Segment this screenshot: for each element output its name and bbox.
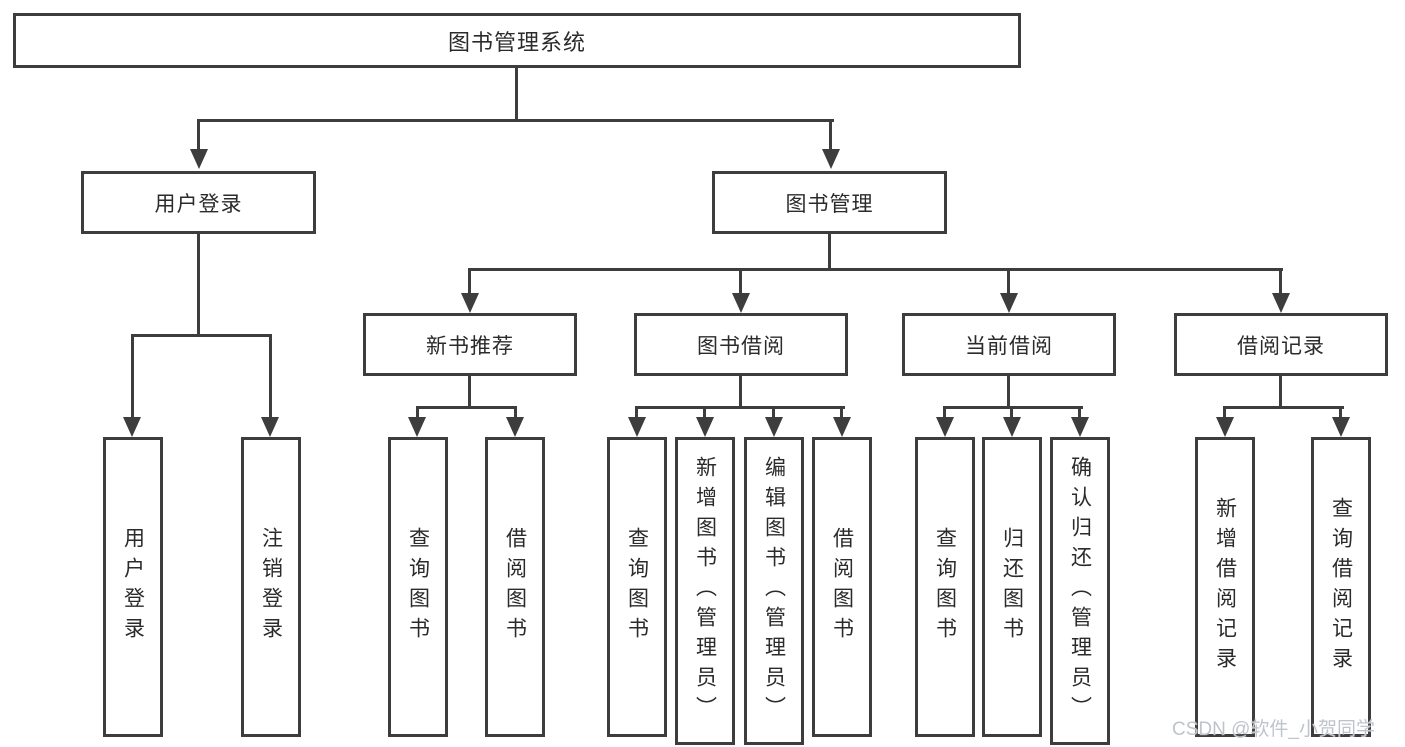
connector-to-book-management <box>829 119 832 152</box>
node-book-borrow-label: 图书借阅 <box>697 334 785 358</box>
leaf-record-query-label: 查询借阅记录 <box>1329 497 1353 677</box>
connector-to-leaf <box>416 406 419 419</box>
arrow-down-icon <box>1071 417 1089 437</box>
arrow-down-icon <box>1272 293 1290 313</box>
connector-to-leaf-logout <box>269 334 272 417</box>
leaf-current-confirm-admin: 确认归还（管理员） <box>1050 437 1110 745</box>
connector-to-new-book <box>468 268 471 295</box>
arrow-down-icon <box>732 293 750 313</box>
leaf-logout-label: 注销登录 <box>259 527 283 647</box>
node-new-book-label: 新书推荐 <box>426 334 514 358</box>
csdn-watermark: CSDN @软件_小贺同学 <box>1172 719 1375 740</box>
connector-current-borrow-crossbar <box>943 406 1083 409</box>
node-user-login-label: 用户登录 <box>154 192 243 216</box>
node-borrow-record: 借阅记录 <box>1174 313 1388 376</box>
arrow-down-icon <box>1332 417 1350 437</box>
arrow-down-icon <box>833 417 851 437</box>
leaf-bookborrow-edit-admin: 编辑图书（管理员） <box>744 437 804 745</box>
connector-new-book-stem <box>468 376 471 409</box>
leaf-current-return: 归还图书 <box>982 437 1042 737</box>
connector-to-leaf <box>772 406 775 419</box>
leaf-bookborrow-edit-label: 编辑图书（管理员） <box>762 456 786 726</box>
connector-new-book-crossbar <box>416 406 517 409</box>
arrow-down-icon <box>1003 417 1021 437</box>
connector-root-crossbar <box>197 119 834 122</box>
leaf-logout: 注销登录 <box>241 437 301 737</box>
connector-current-borrow-stem <box>1007 376 1010 409</box>
leaf-current-return-label: 归还图书 <box>1000 527 1024 647</box>
leaf-record-add-label: 新增借阅记录 <box>1213 497 1237 677</box>
leaf-bookborrow-query-label: 查询图书 <box>625 527 649 647</box>
leaf-record-query: 查询借阅记录 <box>1311 437 1371 737</box>
arrow-down-icon <box>1000 293 1018 313</box>
connector-to-leaf-user-login <box>131 334 134 417</box>
leaf-bookborrow-add-label: 新增图书（管理员） <box>693 456 717 726</box>
connector-to-leaf <box>1223 406 1226 419</box>
connector-to-leaf <box>943 406 946 419</box>
connector-to-leaf <box>703 406 706 419</box>
connector-root-stem <box>515 67 518 122</box>
leaf-newbook-borrow: 借阅图书 <box>485 437 545 737</box>
connector-to-book-borrow <box>739 268 742 295</box>
arrow-down-icon <box>190 149 208 169</box>
leaf-current-query-label: 查询图书 <box>933 527 957 647</box>
node-root-label: 图书管理系统 <box>447 29 586 55</box>
leaf-newbook-query-label: 查询图书 <box>406 527 430 647</box>
connector-borrow-record-stem <box>1279 376 1282 409</box>
connector-user-login-stem <box>197 234 200 337</box>
leaf-record-add: 新增借阅记录 <box>1195 437 1255 737</box>
arrow-down-icon <box>628 417 646 437</box>
connector-to-leaf <box>1339 406 1342 419</box>
node-new-book-recommend: 新书推荐 <box>363 313 577 376</box>
leaf-current-confirm-label: 确认归还（管理员） <box>1068 456 1092 726</box>
arrow-down-icon <box>765 417 783 437</box>
node-book-management: 图书管理 <box>712 171 947 234</box>
arrow-down-icon <box>123 417 141 437</box>
connector-user-login-crossbar <box>131 334 272 337</box>
connector-to-user-login <box>197 119 200 152</box>
connector-to-leaf <box>1078 406 1081 419</box>
leaf-current-query: 查询图书 <box>915 437 975 737</box>
leaf-bookborrow-borrow-label: 借阅图书 <box>830 527 854 647</box>
connector-to-borrow-record <box>1279 268 1282 295</box>
connector-to-leaf <box>840 406 843 419</box>
node-book-borrow: 图书借阅 <box>634 313 848 376</box>
arrow-down-icon <box>822 149 840 169</box>
leaf-user-login-label: 用户登录 <box>121 527 145 647</box>
connector-borrow-record-crossbar <box>1223 406 1344 409</box>
arrow-down-icon <box>408 417 426 437</box>
connector-to-leaf <box>514 406 517 419</box>
connector-to-current-borrow <box>1007 268 1010 295</box>
leaf-newbook-borrow-label: 借阅图书 <box>503 527 527 647</box>
node-book-management-label: 图书管理 <box>785 192 874 216</box>
node-borrow-record-label: 借阅记录 <box>1237 334 1325 358</box>
arrow-down-icon <box>461 293 479 313</box>
leaf-user-login: 用户登录 <box>103 437 163 737</box>
connector-to-leaf <box>1010 406 1013 419</box>
leaf-bookborrow-add-admin: 新增图书（管理员） <box>675 437 735 745</box>
connector-book-management-crossbar <box>468 268 1283 271</box>
arrow-down-icon <box>506 417 524 437</box>
connector-to-leaf <box>635 406 638 419</box>
arrow-down-icon <box>696 417 714 437</box>
leaf-bookborrow-query: 查询图书 <box>607 437 667 737</box>
connector-book-management-stem <box>828 234 831 271</box>
leaf-newbook-query: 查询图书 <box>388 437 448 737</box>
arrow-down-icon <box>936 417 954 437</box>
connector-book-borrow-stem <box>739 376 742 409</box>
node-user-login: 用户登录 <box>81 171 316 234</box>
node-root: 图书管理系统 <box>13 13 1021 68</box>
node-current-borrow-label: 当前借阅 <box>965 334 1053 358</box>
leaf-bookborrow-borrow: 借阅图书 <box>812 437 872 737</box>
node-current-borrow: 当前借阅 <box>902 313 1116 376</box>
arrow-down-icon <box>1216 417 1234 437</box>
arrow-down-icon <box>261 417 279 437</box>
connector-book-borrow-crossbar <box>635 406 845 409</box>
